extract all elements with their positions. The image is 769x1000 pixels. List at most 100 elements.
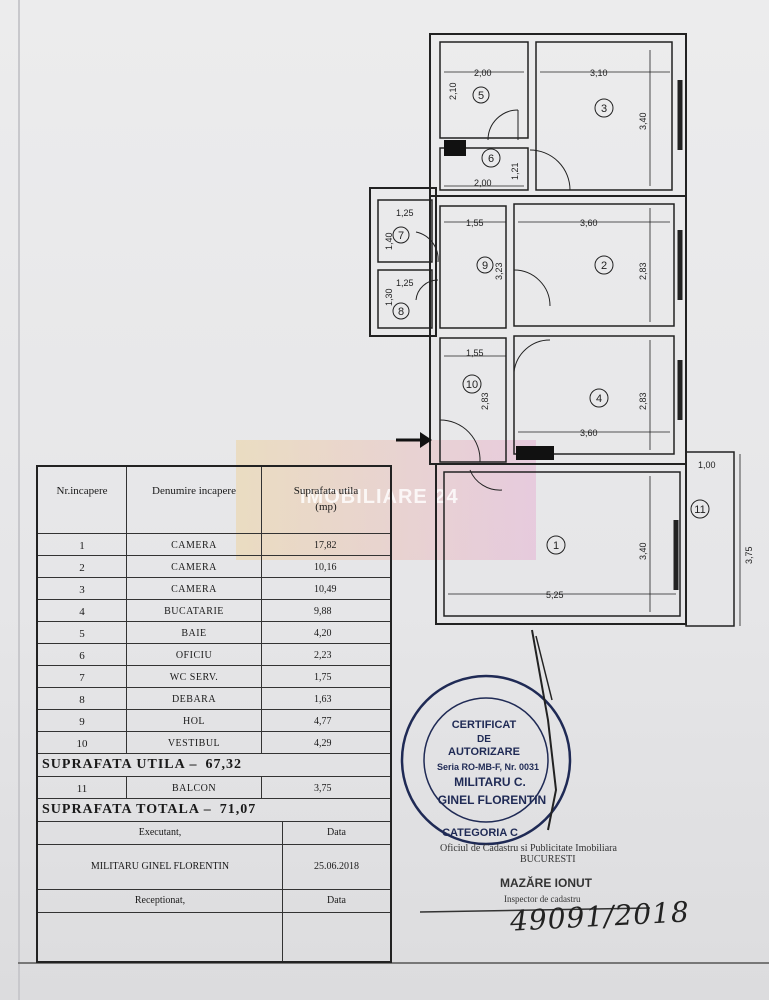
room-11-walls xyxy=(685,451,735,627)
row-nr: 10 xyxy=(38,732,127,753)
room-2-walls xyxy=(513,203,675,327)
dim-r2-h: 2,83 xyxy=(638,262,648,280)
room-number-9: 9 xyxy=(482,260,488,272)
received-label: Receptionat, xyxy=(38,890,283,912)
total-value: 71,07 xyxy=(219,802,257,817)
dim-r3-h: 3,40 xyxy=(638,112,648,130)
table-header: Nr.incapere Denumire incapere Suprafata … xyxy=(38,467,390,534)
office-line: Oficiul de Cadastru si Publicitate Imobi… xyxy=(440,843,700,865)
room-number-8: 8 xyxy=(398,306,404,318)
header-area: Suprafata utila (mp) xyxy=(262,467,390,533)
wall-lower-block xyxy=(435,463,687,625)
row-name: CAMERA xyxy=(127,534,262,555)
stamp-line-1: CERTIFICAT xyxy=(452,719,517,731)
row-name: CAMERA xyxy=(127,578,262,599)
watermark-text: IMOBILIARE 24 xyxy=(300,486,459,508)
row-area: 1,75 xyxy=(314,672,332,683)
row-nr: 7 xyxy=(38,666,127,687)
room-3-walls xyxy=(535,41,673,191)
received-signature-cell xyxy=(38,913,283,961)
row-nr: 9 xyxy=(38,710,127,731)
dim-r5-w: 2,00 xyxy=(474,68,492,78)
row-name: BAIE xyxy=(127,622,262,643)
received-header-row: Receptionat, Data xyxy=(38,890,390,913)
dim-r10-w: 1,55 xyxy=(466,348,484,358)
row-area: 4,77 xyxy=(314,716,332,727)
total-label: SUPRAFATA TOTALA – xyxy=(42,802,212,817)
dim-r8-w: 1,25 xyxy=(396,278,414,288)
dim-r5-h: 2,10 xyxy=(448,82,458,100)
row-area: 9,88 xyxy=(314,606,332,617)
received-date-label: Data xyxy=(327,895,346,906)
row-name: VESTIBUL xyxy=(127,732,262,753)
dim-r4-h: 2,83 xyxy=(638,392,648,410)
row-name: OFICIU xyxy=(127,644,262,665)
header-area-label: Suprafata utila xyxy=(293,485,359,497)
inspector-role: Inspector de cadastru xyxy=(504,894,581,904)
room-7-walls xyxy=(377,199,433,263)
total-useful-row: SUPRAFATA UTILA – 67,32 xyxy=(38,754,390,777)
row-name: CAMERA xyxy=(127,556,262,577)
total-useful-value: 67,32 xyxy=(205,757,242,772)
room-number-2: 2 xyxy=(601,260,607,272)
shaft-block xyxy=(444,140,466,156)
dim-r9-w: 1,55 xyxy=(466,218,484,228)
row-nr: 3 xyxy=(38,578,127,599)
room-5-walls xyxy=(439,41,529,139)
row-name: BALCON xyxy=(127,777,262,798)
dim-r9-h: 3,23 xyxy=(494,262,504,280)
row-area: 3,75 xyxy=(314,783,332,794)
authorization-stamp xyxy=(400,629,572,846)
room-area-table: Nr.incapere Denumire incapere Suprafata … xyxy=(36,465,392,963)
row-nr: 8 xyxy=(38,688,127,709)
wall-middle-block xyxy=(429,195,687,465)
row-area: 4,20 xyxy=(314,628,332,639)
room-number-1: 1 xyxy=(553,540,559,552)
row-name: DEBARA xyxy=(127,688,262,709)
dim-r7-h: 1,40 xyxy=(384,232,394,250)
dim-r11-h: 3,75 xyxy=(744,546,754,564)
received-row xyxy=(38,913,390,961)
dim-r6-h: 1,21 xyxy=(510,162,520,180)
row-area: 17,82 xyxy=(314,540,337,551)
stamp-name-2: GINEL FLORENTIN xyxy=(438,793,546,807)
watermark-overlay xyxy=(236,440,536,560)
executed-row: MILITARU GINEL FLORENTIN 25.06.2018 xyxy=(38,845,390,890)
room-1-walls xyxy=(443,471,681,617)
header-area-unit: (mp) xyxy=(315,501,337,513)
inspector-name: MAZĂRE IONUT xyxy=(500,876,592,890)
executor-name: MILITARU GINEL FLORENTIN xyxy=(38,845,283,889)
row-area: 2,23 xyxy=(314,650,332,661)
stamp-line-2: DE xyxy=(477,734,491,745)
row-area: 10,49 xyxy=(314,584,337,595)
row-nr: 5 xyxy=(38,622,127,643)
row-nr: 4 xyxy=(38,600,127,621)
row-nr: 2 xyxy=(38,556,127,577)
page-bottom-line xyxy=(18,962,769,964)
room-number-10: 10 xyxy=(466,379,478,391)
room-6-walls xyxy=(439,147,529,191)
entrance-arrow-icon xyxy=(396,432,432,448)
total-useful-label: SUPRAFATA UTILA – xyxy=(42,757,198,772)
room-10-walls xyxy=(439,337,507,463)
header-nr: Nr.incapere xyxy=(38,467,127,533)
row-nr: 1 xyxy=(38,534,127,555)
dim-r7-w: 1,25 xyxy=(396,208,414,218)
executed-date: 25.06.2018 xyxy=(314,861,359,872)
room-number-6: 6 xyxy=(488,153,494,165)
row-name: WC SERV. xyxy=(127,666,262,687)
dim-r11-w: 1,00 xyxy=(698,460,716,470)
room-number-3: 3 xyxy=(601,103,607,115)
row-name: HOL xyxy=(127,710,262,731)
row-area: 1,63 xyxy=(314,694,332,705)
room-number-5: 5 xyxy=(478,90,484,102)
